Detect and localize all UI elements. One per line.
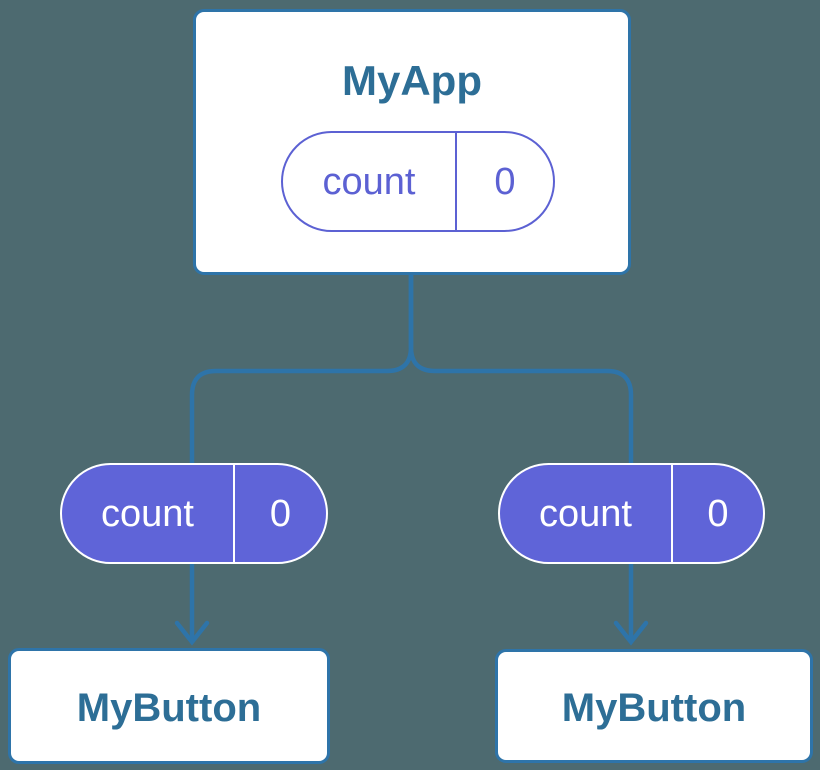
state-value-cell: 0 (455, 133, 553, 230)
right-child-state-pill: count 0 (498, 463, 765, 564)
connector-root-to-left-child (189, 262, 414, 643)
state-value-cell: 0 (671, 465, 763, 562)
state-value-label: 0 (707, 492, 729, 535)
left-child-state-pill: count 0 (60, 463, 328, 564)
root-component-title: MyApp (342, 57, 482, 104)
state-value-label: 0 (494, 160, 516, 203)
left-arrow-down-icon (174, 620, 210, 646)
root-component-card: MyApp count 0 (193, 9, 631, 275)
right-arrow-down-icon (613, 620, 649, 646)
state-name-cell: count (500, 465, 671, 562)
state-name-cell: count (62, 465, 233, 562)
left-child-component-card: MyButton (8, 648, 330, 764)
child-component-title: MyButton (561, 685, 747, 730)
child-component-title: MyButton (76, 685, 262, 730)
connector-root-to-right-child (408, 262, 634, 643)
right-child-component-card: MyButton (495, 649, 813, 763)
root-state-pill: count 0 (281, 131, 555, 232)
state-value-label: 0 (269, 492, 292, 535)
state-name-cell: count (283, 133, 455, 230)
state-name-label: count (539, 492, 632, 535)
state-name-label: count (322, 160, 416, 203)
state-name-label: count (101, 492, 194, 535)
state-value-cell: 0 (233, 465, 326, 562)
